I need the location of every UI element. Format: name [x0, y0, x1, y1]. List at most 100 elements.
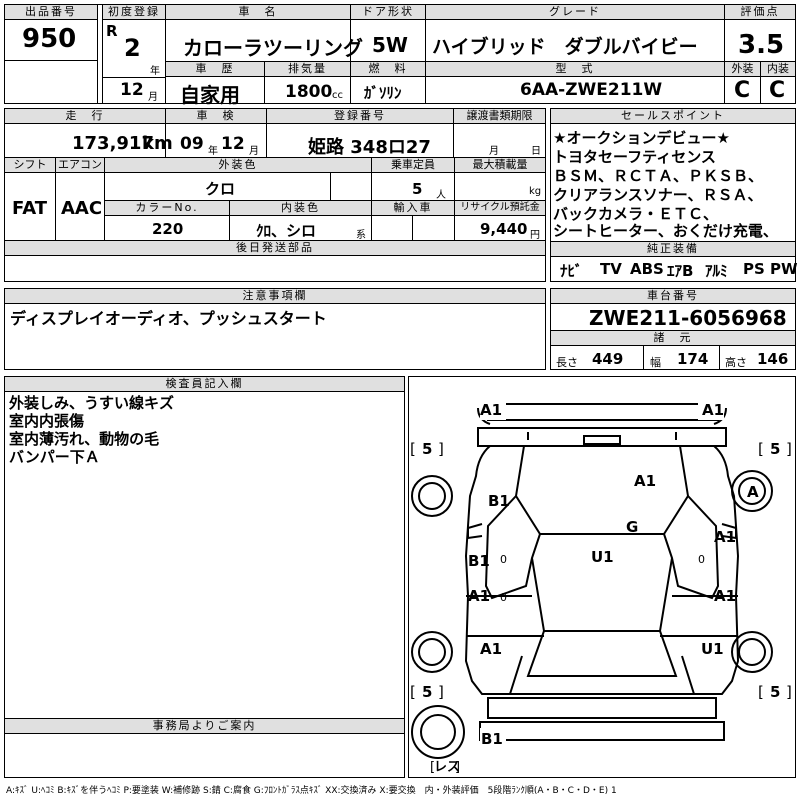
- svg-text:]: ]: [786, 683, 792, 701]
- svg-text:]: ]: [786, 440, 792, 458]
- mark-door-fl-small: 0: [500, 553, 507, 566]
- displacement-label: 排気量: [265, 62, 350, 77]
- score: 3.5: [738, 30, 785, 60]
- equipment-tv: TV: [600, 260, 622, 278]
- first-reg-month: 12: [120, 80, 144, 100]
- tire-fl-grade: 5: [422, 440, 432, 458]
- door-label: ドア形状: [351, 5, 425, 20]
- sales-points-label: セールスポイント: [551, 109, 795, 124]
- inspector-line: 室内内張傷: [9, 412, 85, 430]
- chassis-section: [550, 288, 796, 370]
- notes-section: [4, 288, 546, 370]
- inspector-line: 外装しみ、うすい線キズ: [9, 394, 175, 412]
- notes-text: ディスプレイオーディオ、プッシュスタート: [10, 309, 327, 328]
- shift: FAT: [12, 198, 48, 219]
- grade-label: グレード: [426, 5, 724, 20]
- sales-point-line: ＢＳＭ、ＲＣＴＡ、ＰＫＳＢ、: [553, 167, 764, 185]
- mileage: 173,917: [72, 133, 154, 154]
- sales-point-line: バックカメラ・ＥＴＣ、: [553, 205, 719, 223]
- lot-no: 950: [22, 24, 77, 54]
- later-parts-label: 後日発送部品: [5, 241, 545, 256]
- mark-door-fl: B1: [468, 552, 490, 570]
- chassis-number: ZWE211-6056968: [589, 306, 787, 330]
- height: 146: [757, 350, 789, 368]
- first-reg-year: 2: [124, 34, 141, 62]
- max-load-label: 最大積載量: [455, 158, 545, 173]
- inspector-section: [4, 376, 405, 778]
- color-no: 220: [152, 220, 184, 238]
- inspection-year: 09: [180, 134, 204, 154]
- svg-text:]: ]: [455, 760, 460, 775]
- ac: AAC: [61, 198, 103, 219]
- reg-no-label: 登録番号: [267, 109, 453, 124]
- mark-door-rr: A1: [714, 587, 736, 605]
- mileage-label: 走 行: [5, 109, 165, 124]
- import-label: 輸入車: [372, 201, 454, 216]
- inspector-label: 検査員記入欄: [5, 377, 404, 392]
- damage-legend: A:ｷｽﾞ U:ﾍｺﾐ B:ｷｽﾞを伴うﾍｺﾐ P:要塗装 W:補修跡 S:錆 …: [6, 786, 617, 796]
- car-diagram-section: [408, 376, 796, 778]
- vehicle-info-section: [4, 108, 546, 282]
- tire-fr-grade: 5: [770, 440, 780, 458]
- mark-roof-u: U1: [591, 548, 614, 566]
- fuel: ｶﾞｿﾘﾝ: [364, 84, 402, 102]
- exterior-label: 外装: [725, 62, 760, 77]
- ac-label: エアコン: [56, 158, 104, 173]
- mark-wheel-fr: A: [747, 483, 759, 501]
- capacity-unit: 人: [436, 190, 446, 201]
- mark-door-rl: A1: [468, 587, 490, 605]
- inspector-line: 室内薄汚れ、動物の毛: [9, 430, 160, 448]
- car-name-label: 車 名: [166, 5, 350, 20]
- inspection-year-unit: 年: [208, 146, 218, 157]
- history: 自家用: [180, 83, 240, 107]
- mark-fender-fl: B1: [488, 492, 510, 510]
- ext-color-label: 外装色: [105, 158, 371, 173]
- office-label: 事務局よりご案内: [5, 719, 404, 734]
- year-unit: 年: [150, 66, 160, 77]
- model: 6AA-ZWE211W: [520, 80, 663, 100]
- svg-text:[: [: [410, 683, 416, 701]
- door: 5W: [372, 33, 408, 57]
- reg-no: 姫路 348ロ27: [308, 137, 431, 158]
- recycle: 9,440: [480, 220, 528, 238]
- mark-front-left: A1: [480, 401, 502, 419]
- length: 449: [592, 350, 624, 368]
- inspection-label: 車 検: [166, 109, 266, 124]
- ext-color: クロ: [205, 180, 236, 198]
- sales-point-line: クリアランスソナー、ＲＳＡ、: [553, 186, 763, 204]
- capacity-label: 乗車定員: [372, 158, 454, 173]
- svg-text:[: [: [430, 760, 435, 775]
- header-section: [4, 4, 796, 104]
- notes-label: 注意事項欄: [5, 289, 545, 304]
- svg-text:[: [: [758, 440, 764, 458]
- deadline-day: 日: [531, 146, 541, 157]
- inspector-line: バンパー下Ａ: [9, 448, 100, 466]
- car-name: カローラツーリング: [183, 36, 363, 60]
- svg-text:]: ]: [438, 440, 444, 458]
- equipment-airbag: ｴｱB: [667, 262, 694, 280]
- era: R: [106, 22, 118, 40]
- width: 174: [677, 350, 709, 368]
- equipment-ps: PS: [743, 260, 765, 278]
- history-label: 車 歴: [166, 62, 264, 77]
- equipment-alloy: ｱﾙﾐ: [705, 262, 728, 280]
- mark-spare: レス: [434, 760, 460, 775]
- mark-hood: A1: [634, 472, 656, 490]
- grade: ハイブリッド ダブルバイビー: [432, 36, 698, 58]
- int-color: ｸﾛ、シロ: [256, 222, 317, 240]
- lot-no-label: 出品番号: [5, 5, 97, 20]
- sales-point-line: トヨタセーフティセンス: [553, 148, 716, 166]
- mark-quarter-rr: U1: [701, 640, 724, 658]
- model-label: 型 式: [426, 62, 724, 77]
- car-diagram: A1 A1 [ 5 ] [ 5 ] [ 5 ] [ 5 ] A1 B1 A G …: [410, 401, 792, 775]
- capacity: 5: [412, 180, 423, 198]
- mark-roof-g: G: [626, 518, 638, 536]
- mark-quarter-rl: A1: [480, 640, 502, 658]
- sales-point-line: シートヒーター、おくだけ充電、: [553, 222, 778, 240]
- mark-tire-fl: [: [410, 440, 416, 458]
- int-color-label: 内装色: [230, 201, 371, 216]
- exterior-score: C: [734, 78, 751, 103]
- chassis-label: 車台番号: [551, 289, 795, 304]
- height-label: 高さ: [725, 356, 747, 369]
- tire-rr-grade: 5: [770, 683, 780, 701]
